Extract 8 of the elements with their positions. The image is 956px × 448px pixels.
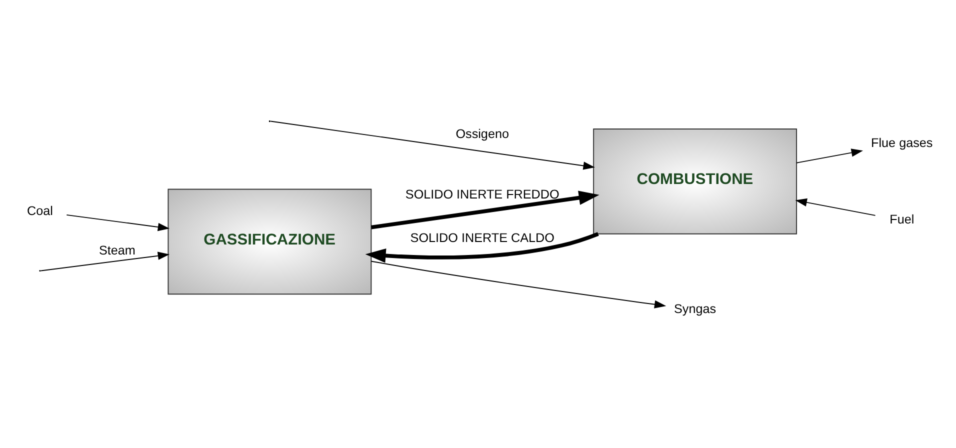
edge-label: SOLIDO INERTE FREDDO — [405, 187, 560, 202]
node-text: Coal — [27, 204, 53, 218]
node-text: Flue gases — [871, 136, 933, 150]
edge-label: SOLIDO INERTE CALDO — [410, 231, 554, 246]
edge-label: Steam — [98, 244, 136, 258]
node-text: Fuel — [890, 212, 914, 227]
edge-label: Ossigeno — [456, 127, 510, 142]
node-text: Syngas — [674, 302, 716, 316]
